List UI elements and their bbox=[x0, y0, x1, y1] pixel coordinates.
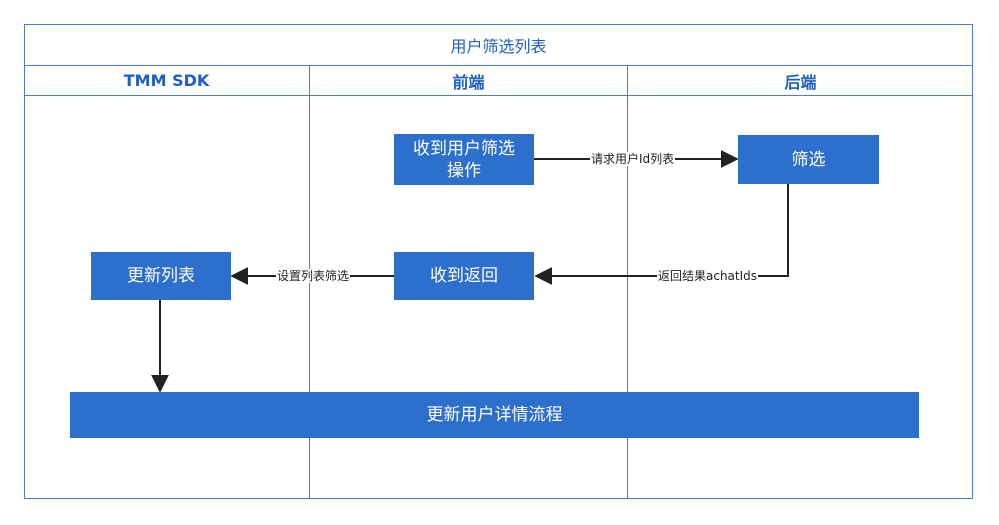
edge-return-result bbox=[534, 184, 789, 285]
node-update-list-label: 更新列表 bbox=[127, 266, 195, 286]
node-update-user-detail: 更新用户详情流程 bbox=[70, 392, 919, 438]
lane-header-tmm-sdk: TMM SDK bbox=[123, 71, 210, 90]
edge-label-request-ids: 请求用户Id列表 bbox=[590, 152, 676, 166]
node-update-list: 更新列表 bbox=[91, 252, 231, 300]
diagram-title: 用户筛选列表 bbox=[450, 36, 547, 56]
lane-divider-2 bbox=[627, 65, 628, 499]
lane-header-backend: 后端 bbox=[784, 72, 817, 92]
header-divider bbox=[24, 95, 973, 96]
node-receive-return: 收到返回 bbox=[394, 252, 534, 300]
title-divider bbox=[24, 65, 973, 66]
node-receive-filter-line-2: 操作 bbox=[447, 160, 481, 181]
node-filter: 筛选 bbox=[738, 135, 879, 184]
node-filter-label: 筛选 bbox=[791, 149, 826, 170]
node-receive-filter-line-1: 收到用户筛选 bbox=[413, 138, 515, 159]
node-receive-filter: 收到用户筛选 操作 bbox=[394, 134, 534, 185]
swimlane-frame bbox=[24, 24, 973, 499]
edge-label-set-filter: 设置列表筛选 bbox=[276, 269, 351, 283]
node-update-user-detail-label: 更新用户详情流程 bbox=[426, 405, 563, 425]
node-receive-return-label: 收到返回 bbox=[430, 266, 498, 286]
edge-label-return-result: 返回结果achatIds bbox=[657, 269, 759, 283]
lane-header-frontend: 前端 bbox=[452, 72, 485, 92]
